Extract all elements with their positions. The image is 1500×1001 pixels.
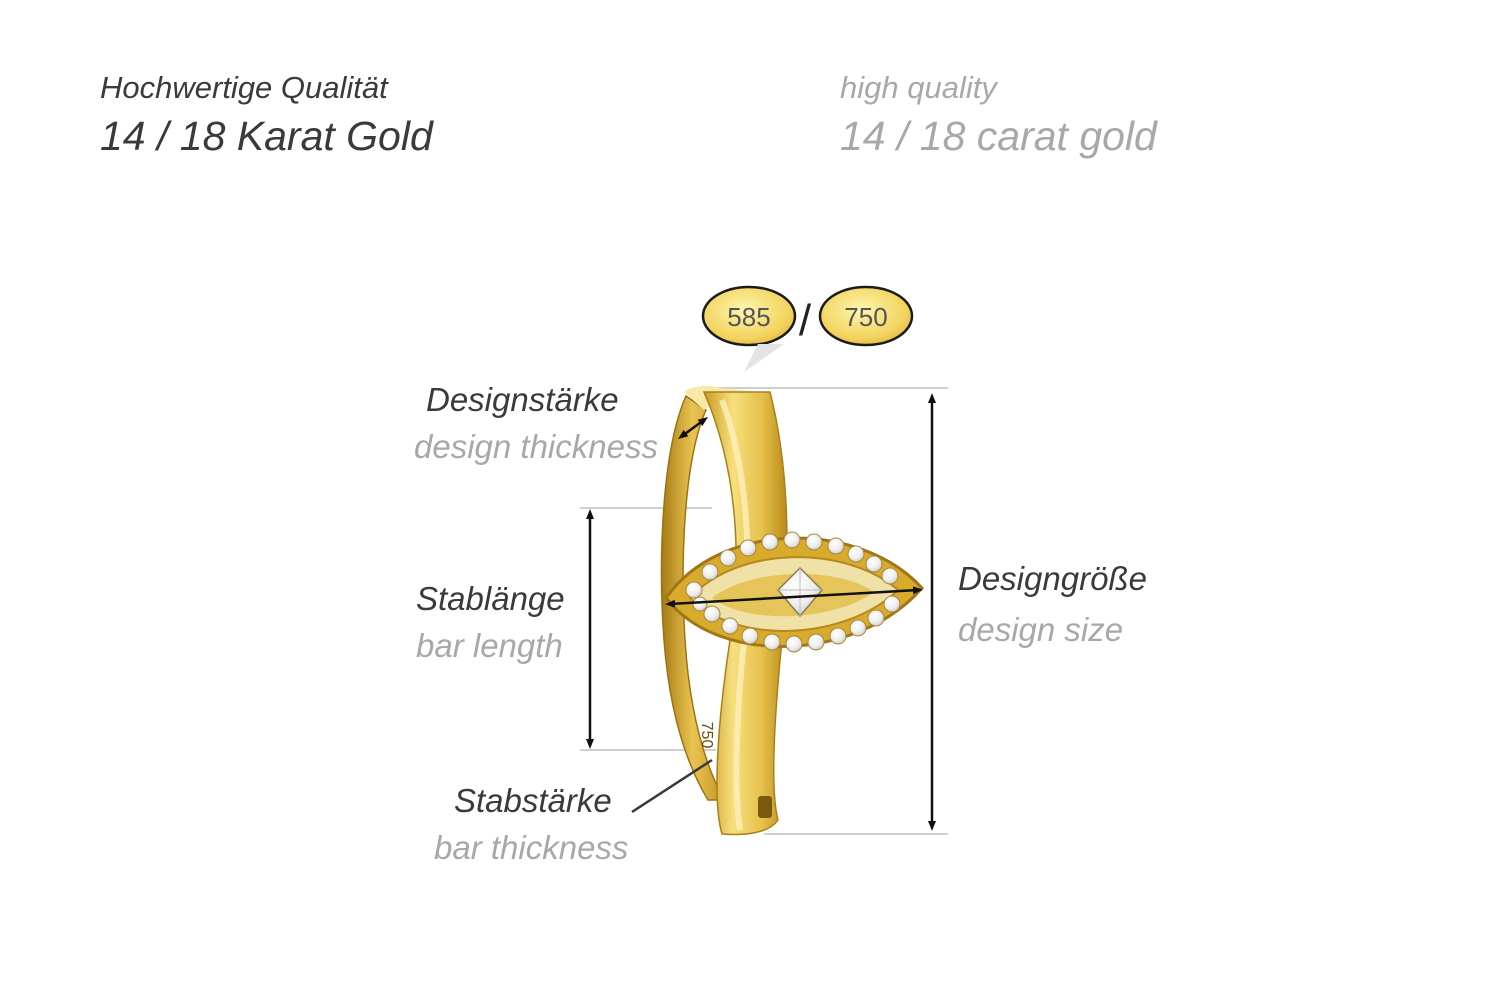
label-bar-length-de: Stablänge — [416, 580, 565, 617]
label-design-thickness-en: design thickness — [414, 428, 658, 465]
stamp-750-badge: 750 — [818, 285, 914, 347]
design-thickness-arrow — [677, 417, 709, 439]
header-gold-en: 14 / 18 carat gold — [840, 113, 1157, 159]
label-bar-thickness-en: bar thickness — [434, 829, 629, 866]
label-bar-thickness-de: Stabstärke — [454, 782, 612, 819]
label-design-thickness-de: Designstärke — [426, 381, 619, 418]
stamp-750-text: 750 — [844, 302, 887, 332]
bar-thickness-pointer — [631, 758, 713, 814]
stamp-separator: / — [799, 296, 812, 345]
header-quality-de: Hochwertige Qualität — [100, 70, 388, 105]
label-design-size-de: Designgröße — [958, 560, 1147, 597]
label-bar-length-en: bar length — [416, 627, 563, 664]
stamp-585-badge: 585 — [701, 285, 797, 347]
stamp-callout-pointer — [744, 344, 784, 372]
engraving-750: 750 — [698, 722, 715, 749]
stamp-585-text: 585 — [727, 302, 770, 332]
header-quality-en: high quality — [840, 70, 997, 105]
label-design-size-en: design size — [958, 611, 1124, 648]
header-gold-de: 14 / 18 Karat Gold — [100, 113, 433, 159]
eye-width-arrow — [665, 586, 923, 608]
